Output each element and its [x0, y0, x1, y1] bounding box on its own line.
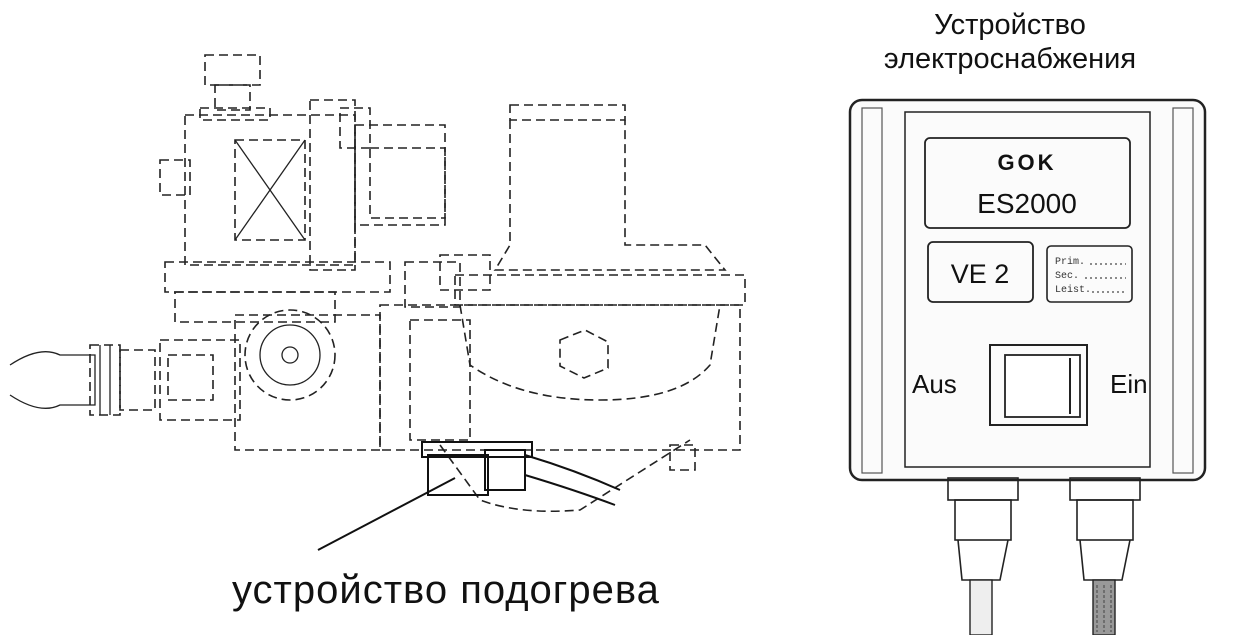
variant-label: VE 2: [951, 259, 1010, 289]
base-plates: [164, 261, 391, 323]
inlet-fitting: [9, 344, 156, 416]
power-unit-caption: Устройство электроснабжения: [880, 8, 1140, 76]
regulator-drawing: [9, 54, 746, 551]
heater-leader-line: [317, 477, 456, 551]
power-unit-housing: [848, 98, 1207, 482]
valve-block: [159, 304, 741, 513]
power-unit-caption-line1: Устройство: [934, 9, 1086, 41]
solenoid-valve: [159, 99, 446, 271]
power-unit-caption-line2: электроснабжения: [883, 43, 1137, 75]
rating-prim-label: Prim.: [1055, 256, 1085, 268]
regulator-bonnet: [404, 104, 746, 401]
rating-leist-label: Leist.: [1055, 284, 1091, 296]
brand-panel: GOK ES2000: [924, 137, 1131, 229]
rating-sec-label: Sec.: [1055, 271, 1079, 282]
brand-logo: GOK: [997, 150, 1056, 175]
top-fitting: [199, 54, 271, 121]
heater-device: [421, 441, 621, 506]
cable-gland-right: [1069, 477, 1141, 635]
power-switch[interactable]: [989, 344, 1088, 426]
rating-panel: Prim. Sec. Leist.: [1046, 245, 1133, 303]
switch-off-label: Aus: [912, 369, 957, 399]
variant-panel: VE 2: [927, 241, 1034, 303]
switch-on-label: Ein: [1110, 369, 1148, 399]
model-label: ES2000: [977, 188, 1077, 219]
cable-gland-left: [947, 477, 1019, 635]
heater-caption: устройство подогрева: [232, 568, 660, 612]
